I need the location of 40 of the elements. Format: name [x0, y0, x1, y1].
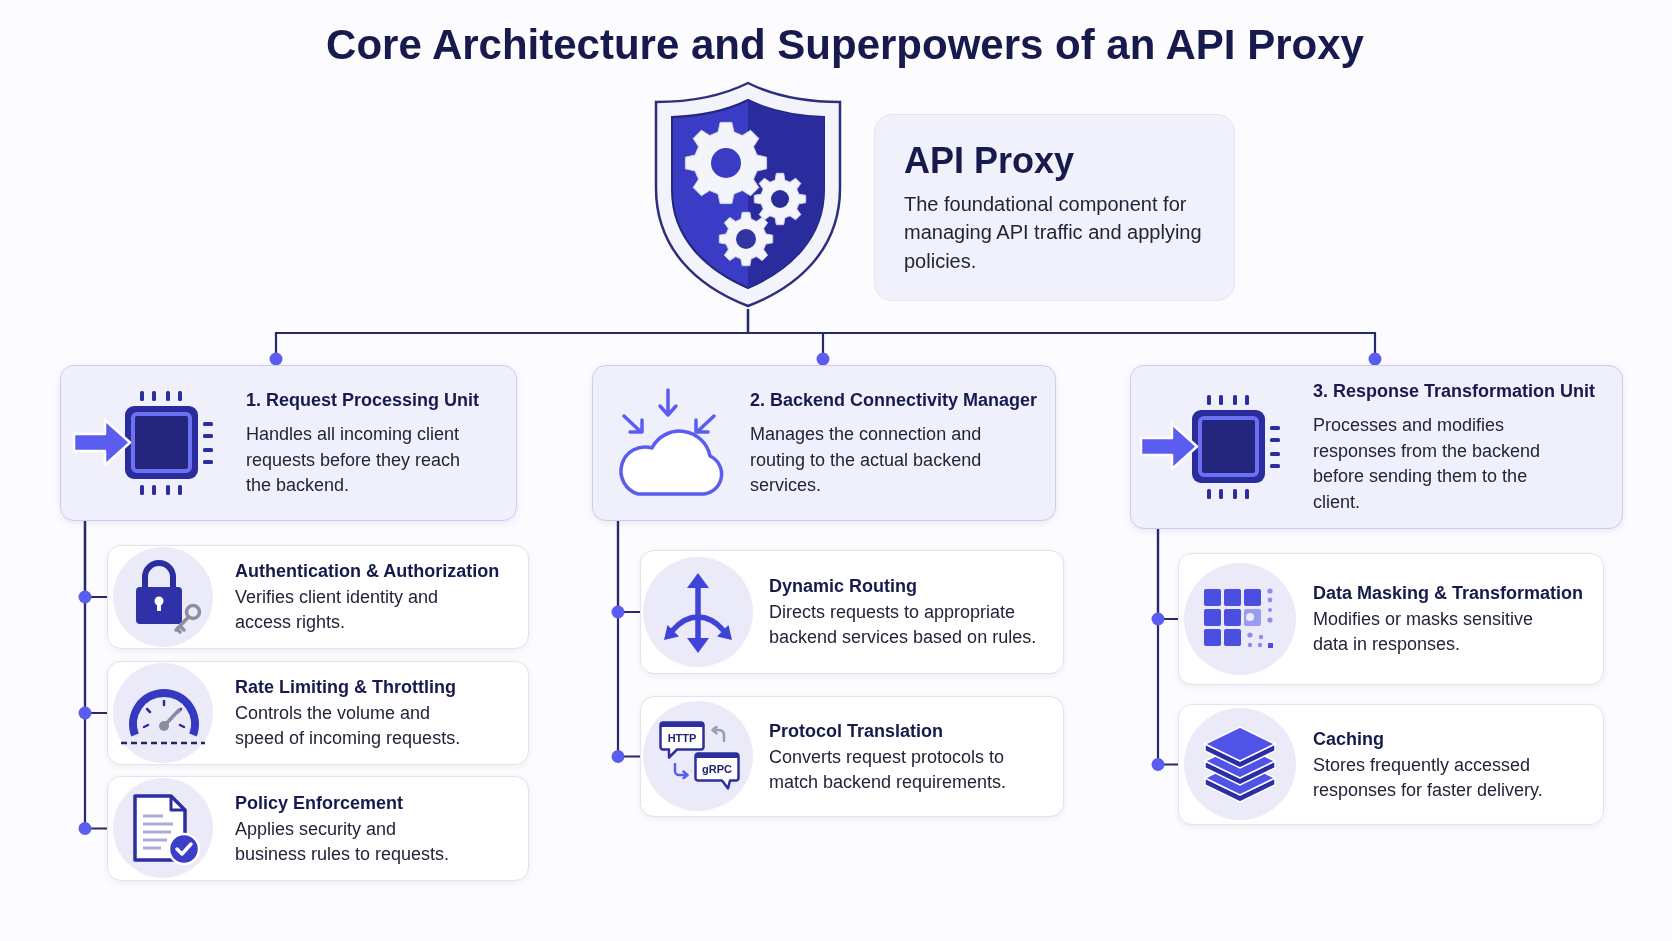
feature-card [640, 696, 1064, 817]
feature-card [640, 550, 1064, 674]
connector-line [83, 521, 107, 830]
speech-bubble: HTTP [659, 721, 705, 759]
card-description: Controls the volume and speed of incoming requests. [235, 702, 462, 750]
feature-card [107, 545, 529, 649]
info-card [874, 114, 1235, 301]
feature-card [1178, 704, 1604, 825]
unit-card [1130, 365, 1623, 529]
card-description: Converts request protocols to match backend requirements. [769, 745, 1008, 794]
card-title: API Proxy [904, 139, 1075, 182]
card-description: Manages the connection and routing to the actual backend services. [750, 422, 983, 497]
card-title: Protocol Translation [769, 719, 944, 743]
card-title: Dynamic Routing [769, 575, 917, 598]
unit-card [60, 365, 517, 521]
card-title: Caching [1313, 727, 1384, 751]
card-title: 1. Request Processing Unit [246, 388, 480, 412]
card-title: Data Masking & Transformation [1313, 582, 1584, 605]
card-title: Authentication & Authorization [235, 560, 500, 583]
diagram-title: Core Architecture and Superpowers of an API Proxy [326, 20, 1364, 70]
card-title: Policy Enforcement [235, 791, 404, 815]
card-title: Rate Limiting & Throttling [235, 676, 456, 699]
card-description: Directs requests to appropriate backend services based on rules. [769, 601, 1038, 649]
card-title: 2. Backend Connectivity Manager [750, 388, 1038, 412]
card-description: Stores frequently accessed responses for faster delivery. [1313, 753, 1544, 802]
card-description: The foundational component for managing API traffic and applying policies. [904, 191, 1203, 274]
connector-line [746, 309, 1382, 366]
unit-card [592, 365, 1056, 521]
card-description: Handles all incoming client requests before they reach the backend. [246, 422, 462, 497]
connector-line [616, 521, 640, 758]
speech-bubble: gRPC [694, 752, 740, 790]
card-description: Verifies client identity and access rights. [235, 586, 440, 634]
feature-card [107, 776, 529, 881]
feature-card [107, 661, 529, 765]
connector-line [1156, 529, 1178, 766]
card-description: Modifies or masks sensitive data in responses. [1313, 608, 1535, 656]
card-title: 3. Response Transformation Unit [1313, 380, 1596, 403]
card-description: Applies security and business rules to requests. [235, 817, 451, 866]
feature-card [1178, 553, 1604, 685]
card-description: Processes and modifies responses from the backend before sending them to the client. [1313, 414, 1542, 514]
